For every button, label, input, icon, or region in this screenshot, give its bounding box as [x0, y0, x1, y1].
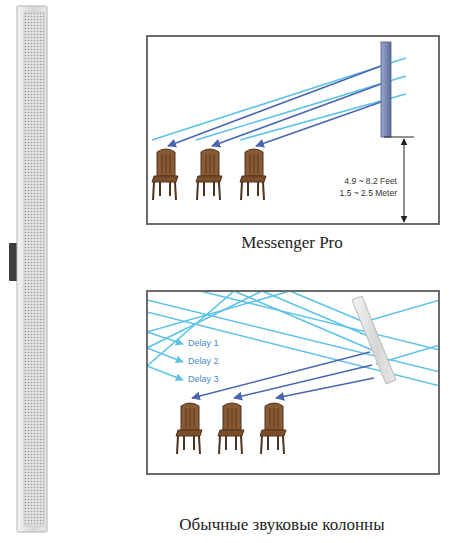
chair-leg: [235, 436, 237, 450]
speaker-column: [9, 6, 47, 532]
chair-slat: [162, 154, 163, 174]
chair-leg: [267, 436, 269, 450]
direct-sound-arrow: [276, 378, 374, 398]
chair-leg: [197, 182, 198, 200]
chair-leg: [263, 182, 264, 200]
chair-slat: [166, 154, 167, 174]
chair-slat: [270, 408, 271, 428]
chair-leg: [219, 436, 220, 454]
direct-sound-arrow: [256, 102, 381, 146]
dimension-tick: [384, 137, 414, 138]
chair-leg: [177, 436, 178, 454]
chair-leg: [219, 182, 220, 200]
panel-caption: Messenger Pro: [241, 233, 343, 253]
chair-back: [157, 149, 175, 176]
chair-slat: [214, 154, 215, 174]
chair-leg: [241, 182, 242, 200]
conventional-scene: [147, 291, 439, 454]
chair-leg: [159, 182, 161, 196]
chair-back: [181, 403, 199, 430]
chair-seat: [260, 430, 286, 436]
chair-leg: [277, 436, 279, 450]
chair-seat: [240, 176, 266, 182]
speaker-housing: [17, 6, 47, 532]
chair-slat: [236, 408, 237, 428]
reflected-ray: [200, 291, 439, 350]
chair-slat: [190, 408, 191, 428]
chair-slat: [228, 408, 229, 428]
delayed-ray: [147, 291, 372, 380]
chair-slat: [206, 154, 207, 174]
chair-leg: [261, 436, 262, 454]
messenger-pro-speaker: [381, 42, 391, 137]
reflected-ray: [147, 312, 439, 386]
chair-leg: [203, 182, 205, 196]
chair-slat: [194, 408, 195, 428]
chair-leg: [257, 182, 259, 196]
chair-leg: [225, 436, 227, 450]
dimension-line: [404, 139, 405, 222]
dimension-label: 4.9 ~ 8.2 Feet: [343, 177, 398, 187]
direct-sound-arrow: [168, 66, 381, 146]
chair-seat: [152, 176, 178, 182]
chair-back: [265, 403, 283, 430]
dimension-label: 1.5 ~ 2.5 Meter: [339, 189, 398, 199]
chair-leg: [199, 436, 200, 454]
chair-slat: [254, 154, 255, 174]
reflected-ray: [147, 300, 439, 372]
chair-back: [201, 149, 219, 176]
delay-label: Delay 1: [187, 338, 220, 348]
chair-leg: [193, 436, 195, 450]
chair-back: [245, 149, 263, 176]
delay-label: Delay 2: [187, 356, 220, 366]
chair-leg: [213, 182, 215, 196]
chair: [196, 149, 222, 200]
chair-back: [223, 403, 241, 430]
chair-slat: [210, 154, 211, 174]
direct-sound-arrow: [212, 84, 381, 146]
chair-leg: [183, 436, 185, 450]
chair-slat: [250, 154, 251, 174]
conventional-speaker: [352, 296, 396, 384]
chair-seat: [196, 176, 222, 182]
chair-leg: [175, 182, 176, 200]
chair: [260, 403, 286, 454]
delayed-ray: [147, 291, 364, 344]
chair: [218, 403, 244, 454]
chair-leg: [169, 182, 171, 196]
chair-seat: [176, 430, 202, 436]
delay-label: Delay 3: [187, 374, 220, 384]
chair: [152, 149, 178, 200]
panel-caption: Обычные звуковые колонны: [179, 515, 384, 535]
chair-slat: [258, 154, 259, 174]
chair-slat: [170, 154, 171, 174]
chair-slat: [274, 408, 275, 428]
chair-slat: [232, 408, 233, 428]
chair-slat: [278, 408, 279, 428]
chair-seat: [218, 430, 244, 436]
reflected-ray: [364, 300, 439, 322]
chair: [176, 403, 202, 454]
messenger-pro-scene: [152, 42, 414, 222]
speaker-grille: [24, 12, 44, 526]
chair-leg: [247, 182, 249, 196]
chair-leg: [283, 436, 284, 454]
chair: [240, 149, 266, 200]
chair-slat: [186, 408, 187, 428]
chair-leg: [241, 436, 242, 454]
chair-leg: [153, 182, 154, 200]
